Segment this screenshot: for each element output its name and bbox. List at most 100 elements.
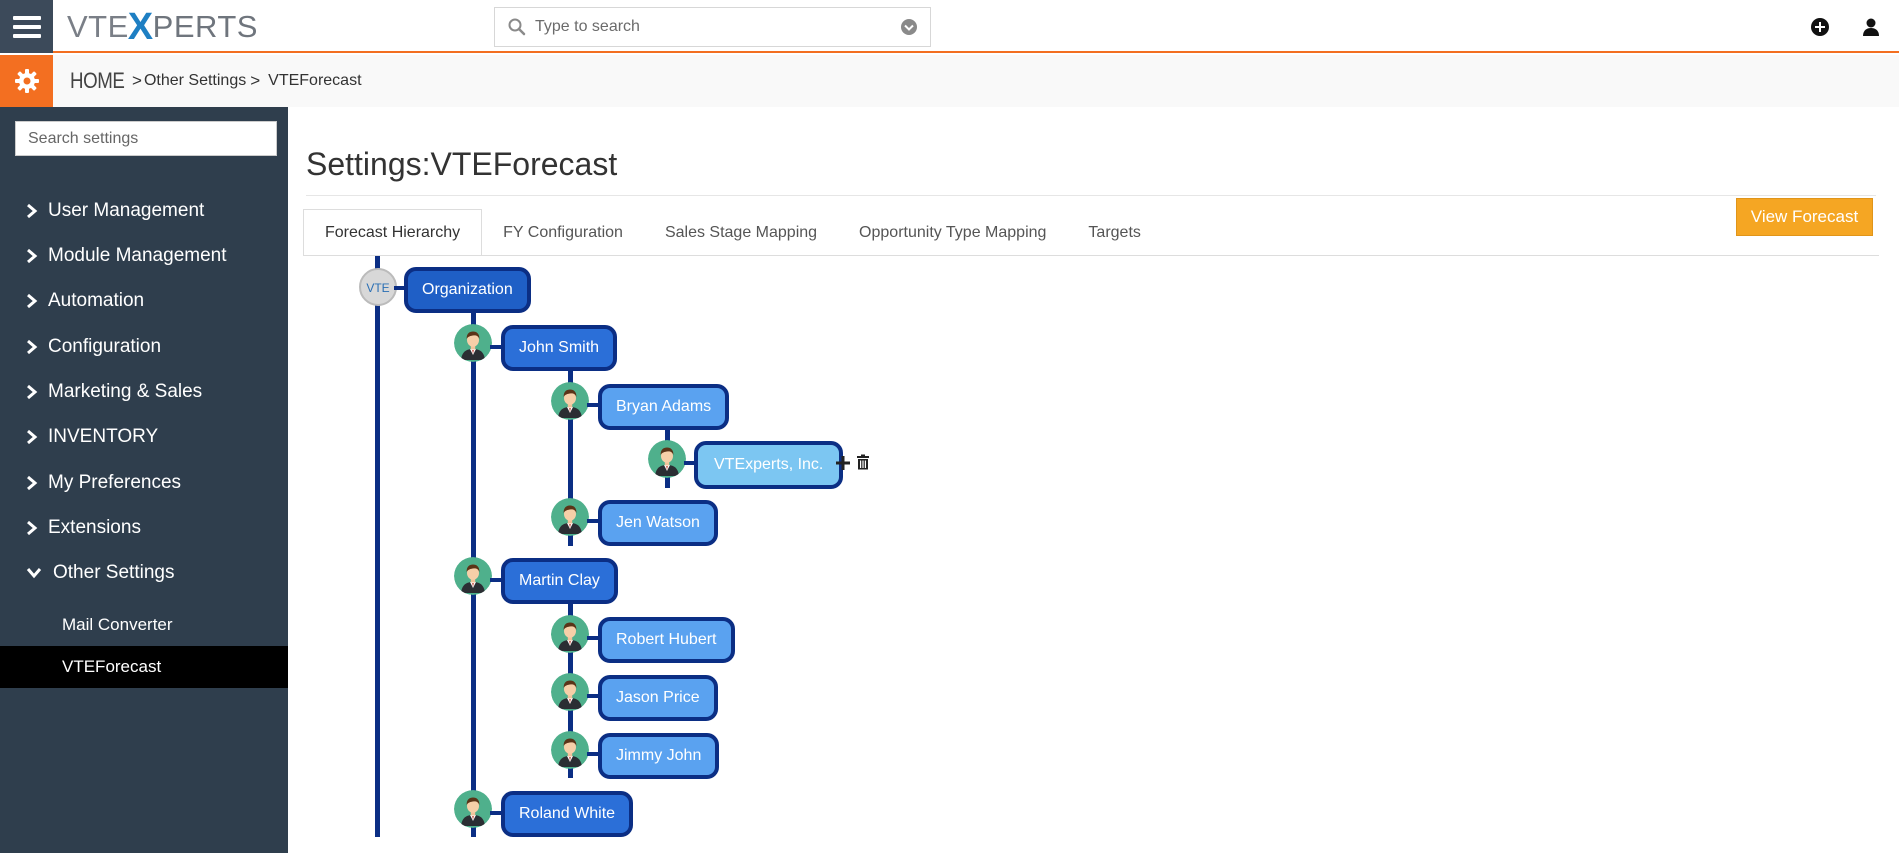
- sidebar-item-other-settings[interactable]: Other Settings: [0, 553, 288, 593]
- tree-connector: [587, 636, 601, 640]
- hierarchy-node-jason-price[interactable]: Jason Price: [598, 675, 718, 721]
- hierarchy-node-john-smith[interactable]: John Smith: [501, 325, 618, 371]
- hierarchy-node-robert-hubert[interactable]: Robert Hubert: [598, 617, 735, 663]
- sidebar-item-module-management[interactable]: Module Management: [0, 236, 288, 276]
- tree-connector: [490, 345, 504, 349]
- logo-text-left: VTE: [67, 9, 129, 44]
- breadcrumb-other-settings[interactable]: Other Settings: [143, 72, 247, 89]
- sidebar-item-label: INVENTORY: [48, 426, 159, 447]
- sidebar-item-my-preferences[interactable]: My Preferences: [0, 463, 288, 503]
- tab-bar: Forecast Hierarchy FY Configuration Sale…: [303, 209, 1162, 256]
- sidebar-item-label: Automation: [48, 290, 145, 311]
- tree-connector: [568, 368, 573, 546]
- trash-icon[interactable]: [855, 454, 871, 470]
- hierarchy-node-jimmy-john[interactable]: Jimmy John: [598, 733, 720, 779]
- sidebar-item-user-management[interactable]: User Management: [0, 191, 288, 231]
- breadcrumb-bar: HOME > Other Settings > VTEForecast: [0, 55, 1899, 107]
- hierarchy-node-bryan-adams[interactable]: Bryan Adams: [598, 384, 730, 430]
- breadcrumb-separator: >: [132, 71, 142, 90]
- tree-connector: [394, 286, 406, 290]
- tree-connector: [587, 752, 601, 756]
- logo-text-right: PERTS: [152, 9, 258, 44]
- page-title: Settings:VTEForecast: [306, 146, 618, 182]
- hamburger-menu-icon[interactable]: [0, 0, 53, 53]
- view-forecast-button[interactable]: View Forecast: [1736, 198, 1873, 236]
- sidebar-item-configuration[interactable]: Configuration: [0, 327, 288, 367]
- person-avatar-icon: [551, 382, 589, 420]
- breadcrumb-separator: >: [250, 71, 261, 90]
- hierarchy-node-vtexperts-inc[interactable]: VTExperts, Inc.: [694, 441, 844, 489]
- svg-text:VTE: VTE: [366, 281, 389, 295]
- settings-sidebar: User Management Module Management Automa…: [0, 107, 288, 853]
- sidebar-subitem-mail-converter[interactable]: Mail Converter: [0, 604, 288, 646]
- hierarchy-node-martin-clay[interactable]: Martin Clay: [501, 558, 618, 604]
- settings-search: [15, 121, 277, 156]
- person-avatar-icon: [551, 615, 589, 653]
- sidebar-item-automation[interactable]: Automation: [0, 281, 288, 321]
- sidebar-item-label: User Management: [48, 200, 205, 221]
- global-search: [494, 7, 931, 47]
- sidebar-item-extensions[interactable]: Extensions: [0, 508, 288, 548]
- hierarchy-node-organization[interactable]: Organization: [404, 267, 531, 313]
- breadcrumb: HOME > Other Settings > VTEForecast: [70, 55, 362, 107]
- sidebar-item-marketing-sales[interactable]: Marketing & Sales: [0, 372, 288, 412]
- sidebar-subitem-label: VTEForecast: [62, 657, 162, 676]
- sidebar-item-label: Marketing & Sales: [48, 381, 203, 402]
- breadcrumb-home[interactable]: HOME: [70, 68, 125, 93]
- sidebar-subitem-vteforecast[interactable]: VTEForecast: [0, 646, 288, 688]
- person-avatar-icon: [454, 790, 492, 828]
- sidebar-item-inventory[interactable]: INVENTORY: [0, 417, 288, 457]
- sidebar-item-label: Other Settings: [53, 562, 175, 583]
- chevron-right-icon: [27, 475, 38, 491]
- tree-connector: [490, 578, 504, 582]
- breadcrumb-vteforecast[interactable]: VTEForecast: [268, 72, 362, 89]
- sidebar-item-label: Configuration: [48, 336, 162, 357]
- divider: [303, 255, 1879, 256]
- tree-connector: [490, 811, 504, 815]
- tab-opportunity-type-mapping[interactable]: Opportunity Type Mapping: [859, 223, 1047, 241]
- tree-connector: [587, 519, 601, 523]
- settings-search-input[interactable]: [16, 122, 276, 155]
- quick-create-plus-icon[interactable]: [1810, 17, 1830, 37]
- person-avatar-icon: [551, 673, 589, 711]
- hierarchy-node-roland-white[interactable]: Roland White: [501, 791, 634, 837]
- chevron-right-icon: [27, 248, 38, 264]
- tree-connector: [684, 461, 698, 465]
- sidebar-item-label: Extensions: [48, 517, 141, 538]
- settings-gear-icon[interactable]: [0, 55, 53, 107]
- sidebar-subitem-label: Mail Converter: [62, 615, 173, 634]
- chevron-right-icon: [27, 339, 38, 355]
- tree-connector: [375, 256, 380, 837]
- organization-logo-icon: VTE: [359, 268, 397, 306]
- sidebar-item-label: My Preferences: [48, 472, 182, 493]
- chevron-down-icon: [26, 568, 42, 579]
- chevron-right-icon: [27, 429, 38, 445]
- person-avatar-icon: [648, 440, 686, 478]
- user-profile-icon[interactable]: [1861, 17, 1881, 37]
- person-avatar-icon: [454, 557, 492, 595]
- person-avatar-icon: [551, 498, 589, 536]
- person-avatar-icon: [454, 324, 492, 362]
- person-avatar-icon: [551, 731, 589, 769]
- chevron-right-icon: [27, 203, 38, 219]
- tree-connector: [587, 694, 601, 698]
- chevron-right-icon: [27, 384, 38, 400]
- tab-sales-stage-mapping[interactable]: Sales Stage Mapping: [664, 223, 818, 241]
- tree-connector: [587, 403, 601, 407]
- sidebar-item-label: Module Management: [48, 245, 227, 266]
- chevron-right-icon: [27, 293, 38, 309]
- logo-text-x: X: [127, 5, 154, 48]
- global-search-input[interactable]: [527, 9, 900, 45]
- tab-fy-configuration[interactable]: FY Configuration: [503, 223, 623, 241]
- tab-targets[interactable]: Targets: [1088, 223, 1141, 241]
- tab-forecast-hierarchy[interactable]: Forecast Hierarchy: [303, 209, 483, 256]
- add-child-plus-icon[interactable]: [835, 455, 851, 471]
- search-icon: [508, 18, 526, 36]
- search-dropdown-icon[interactable]: [900, 18, 918, 36]
- hierarchy-node-jen-watson[interactable]: Jen Watson: [598, 500, 718, 546]
- gear-icon: [14, 69, 39, 93]
- chevron-right-icon: [27, 520, 38, 536]
- divider: [306, 195, 1876, 196]
